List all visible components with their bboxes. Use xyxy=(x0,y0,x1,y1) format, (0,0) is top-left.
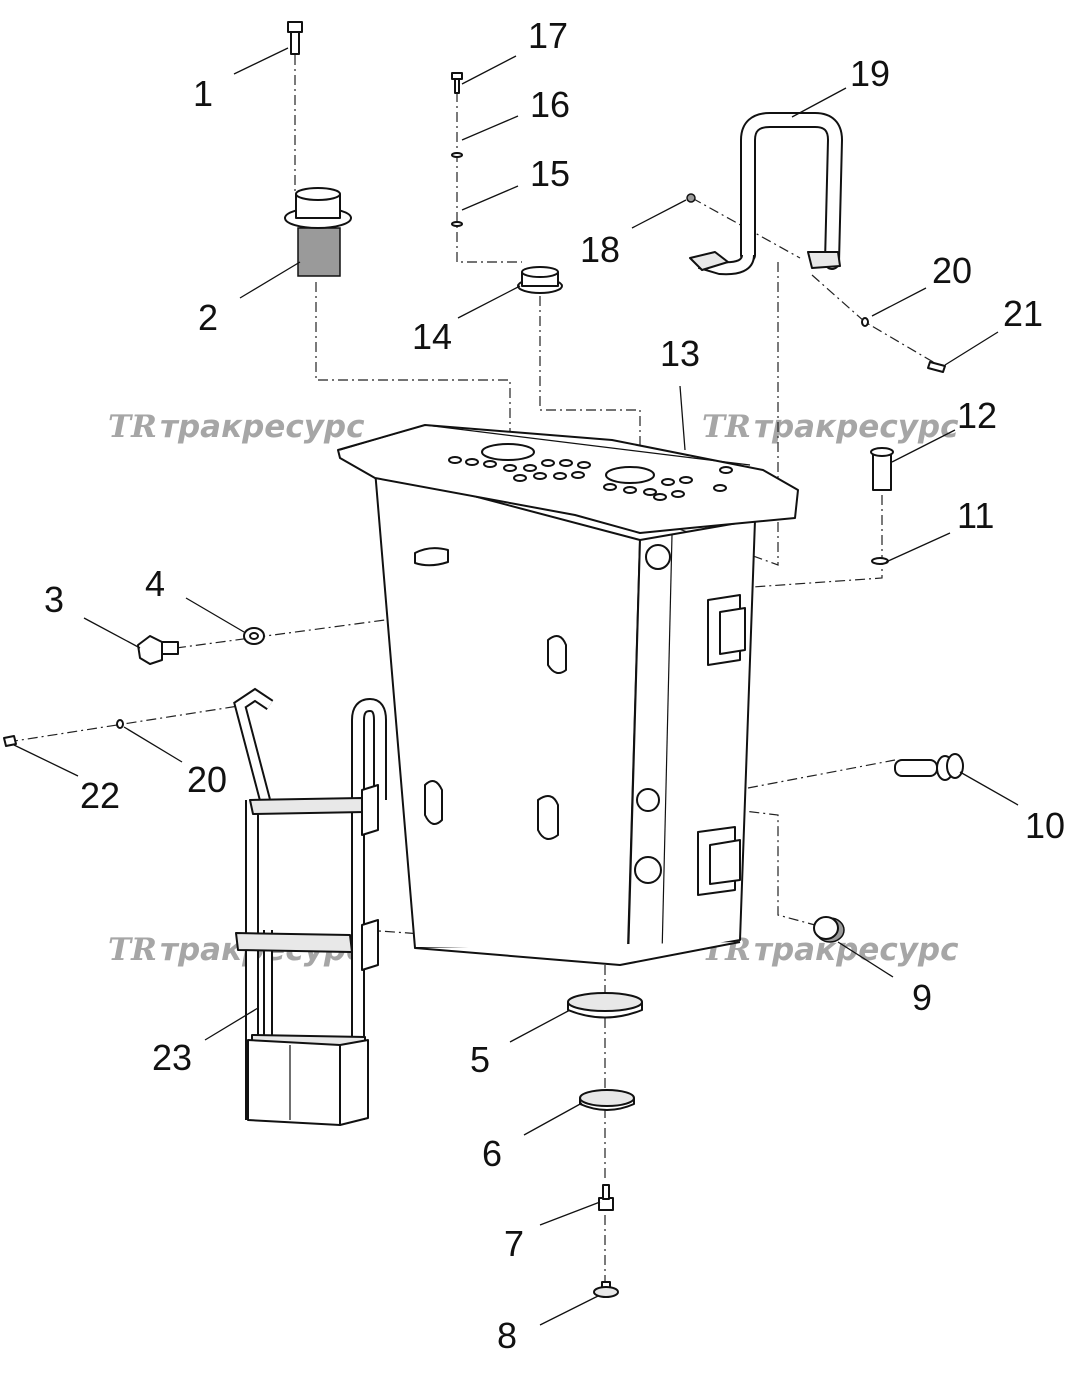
leader-lines xyxy=(13,47,1019,1326)
callout-12: 12 xyxy=(957,395,997,436)
svg-text:тракресурс: тракресурс xyxy=(754,409,959,445)
callout-7: 7 xyxy=(504,1223,524,1264)
callout-labels: 1 2 3 4 5 6 7 8 9 10 11 12 13 14 15 16 1… xyxy=(44,15,1065,1356)
callout-9: 9 xyxy=(912,977,932,1018)
callout-20b: 20 xyxy=(187,759,227,800)
part-20-washer-left xyxy=(116,719,124,729)
callout-15: 15 xyxy=(530,153,570,194)
callout-18: 18 xyxy=(580,229,620,270)
part-17-screw xyxy=(451,72,463,94)
svg-text:TR: TR xyxy=(108,409,157,445)
part-12-pin xyxy=(870,447,894,491)
part-5-ring xyxy=(567,992,643,1019)
part-16-washer xyxy=(451,152,463,158)
callout-4: 4 xyxy=(145,563,165,604)
part-2-filler-filter xyxy=(284,187,352,277)
callout-16: 16 xyxy=(530,84,570,125)
part-22-bolt xyxy=(3,735,17,747)
svg-text:тракресурс: тракресурс xyxy=(160,409,365,445)
part-7-bolt xyxy=(598,1184,614,1211)
part-20-washer xyxy=(861,317,869,327)
callout-5: 5 xyxy=(470,1039,490,1080)
callout-20a: 20 xyxy=(932,250,972,291)
assembly-lines xyxy=(7,55,941,1285)
callout-19: 19 xyxy=(850,53,890,94)
callout-21: 21 xyxy=(1003,293,1043,334)
tank-body xyxy=(337,424,799,966)
callout-23: 23 xyxy=(152,1037,192,1078)
part-21-bolt xyxy=(927,361,946,373)
part-6-ring xyxy=(579,1089,635,1111)
watermark-top-left: TR тракресурс xyxy=(108,409,365,445)
callout-6: 6 xyxy=(482,1133,502,1174)
part-10-plug xyxy=(894,753,964,781)
svg-text:TR: TR xyxy=(702,409,751,445)
callout-17: 17 xyxy=(528,15,568,56)
part-1-bolt xyxy=(287,21,303,55)
callout-3: 3 xyxy=(44,579,64,620)
part-15-washer xyxy=(451,221,463,227)
part-18-nut xyxy=(686,193,696,203)
svg-text:TR: TR xyxy=(108,932,157,968)
part-3-bolt xyxy=(137,635,179,665)
callout-13: 13 xyxy=(660,333,700,374)
part-11-washer xyxy=(871,557,889,565)
svg-text:тракресурс: тракресурс xyxy=(754,932,959,968)
part-19-handrail xyxy=(689,112,844,276)
watermark-bottom-right: TR тракресурс xyxy=(702,932,959,968)
top-holes xyxy=(448,443,733,501)
callout-10: 10 xyxy=(1025,805,1065,846)
watermark-top-right: TR тракресурс xyxy=(702,409,959,445)
callout-2: 2 xyxy=(198,297,218,338)
callout-11: 11 xyxy=(957,495,994,536)
callout-22: 22 xyxy=(80,775,120,816)
part-8-bolt xyxy=(593,1281,619,1298)
part-9-cap xyxy=(813,916,845,943)
callout-14: 14 xyxy=(412,316,452,357)
part-4-washer-hole xyxy=(249,632,259,640)
part-23-ladder xyxy=(233,687,387,1126)
part-14-cap xyxy=(517,266,563,294)
callout-1: 1 xyxy=(193,73,213,114)
callout-8: 8 xyxy=(497,1315,517,1356)
